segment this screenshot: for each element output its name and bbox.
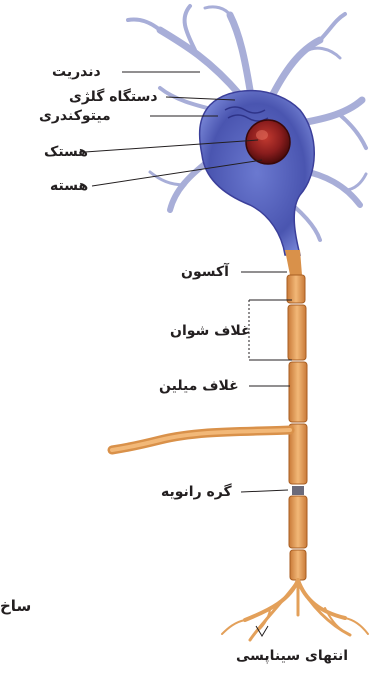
label-golgi: دستگاه گلژی [69, 89, 158, 105]
cell-body [200, 91, 315, 255]
caption-fragment: ساخ [0, 598, 31, 614]
nucleus-shape [246, 120, 290, 164]
label-dendrite: دندریت [52, 64, 101, 80]
label-nucleolus: هستک [44, 144, 88, 160]
label-node-of-ranvier: گره رانویه [161, 484, 232, 500]
synaptic-terminals [222, 580, 368, 640]
label-synaptic-terminal: انتهای سیناپسی [236, 648, 348, 664]
label-mitochondria: میتوکندری [39, 108, 111, 124]
label-axon: آکسون [181, 264, 229, 280]
label-myelin-sheath: غلاف میلین [159, 378, 239, 394]
label-schwann-sheath: غلاف شوان [170, 323, 251, 339]
label-nucleus: هسته [50, 178, 88, 194]
